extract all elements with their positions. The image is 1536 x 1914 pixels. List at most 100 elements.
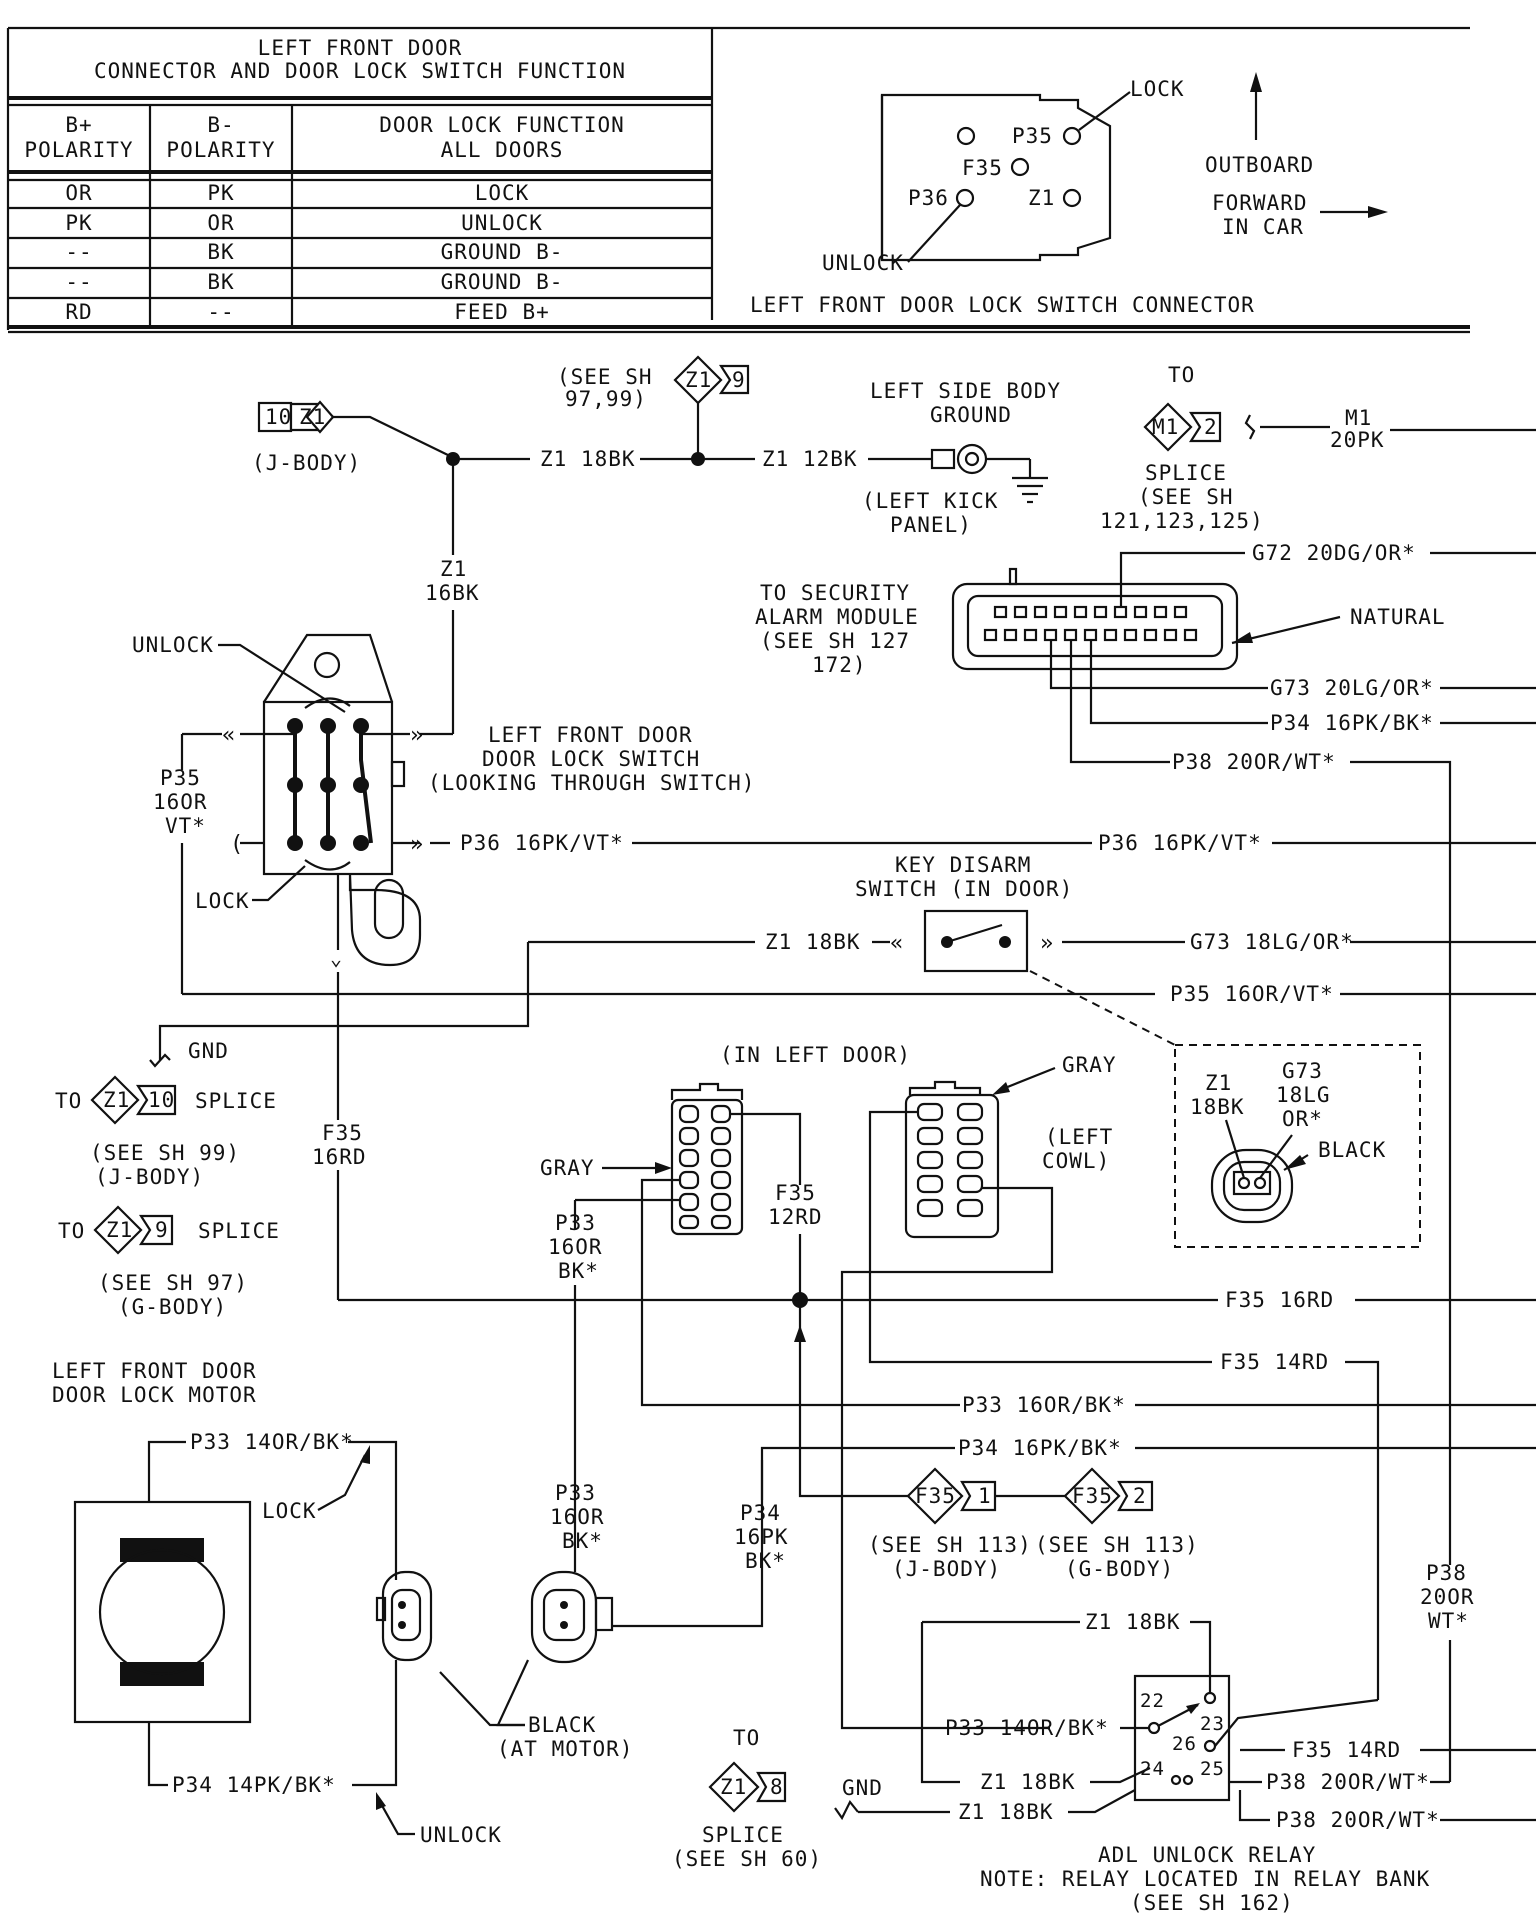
door-lock-motor: LEFT FRONT DOOR DOOR LOCK MOTOR P33 14OR… xyxy=(52,1359,1536,1847)
splice-wire: F35 xyxy=(915,1484,956,1508)
wire-label: BK* xyxy=(562,1529,603,1553)
wire-label: F35 16RD xyxy=(1225,1288,1334,1312)
pin-label: P36 xyxy=(908,186,949,210)
connector-caption: LEFT FRONT DOOR LOCK SWITCH CONNECTOR xyxy=(750,293,1255,317)
reference-note: (SEE SH 162) xyxy=(1130,1891,1294,1914)
splice-label: SPLICE xyxy=(1145,461,1227,485)
connector-color: GRAY xyxy=(540,1156,595,1180)
wire-label: 16BK xyxy=(425,581,480,605)
wire-label: P38 xyxy=(1426,1561,1467,1585)
wire-label: 16OR xyxy=(550,1505,605,1529)
module-pins xyxy=(983,605,1198,642)
relay-pin: 22 xyxy=(1140,1690,1165,1712)
body-note: (J-BODY) xyxy=(892,1557,1001,1581)
component-label: SWITCH (IN DOOR) xyxy=(855,877,1073,901)
ground-location: (LEFT KICK xyxy=(862,489,998,513)
splice-wire: Z1 xyxy=(685,368,712,392)
splice-wire: F35 xyxy=(1072,1484,1113,1508)
splice-references: TO Z1 10 SPLICE (SEE SH 99) (J-BODY) TO … xyxy=(55,1075,279,1319)
wire-label: P33 14OR/BK* xyxy=(945,1716,1109,1740)
table-cell: PK xyxy=(65,211,92,235)
pin-label: P35 xyxy=(1012,124,1053,148)
splice-wire: Z1 xyxy=(720,1775,747,1799)
splice-number: 9 xyxy=(732,368,746,392)
reference-note: 121,123,125) xyxy=(1100,509,1264,533)
table-title: LEFT FRONT DOOR xyxy=(258,36,463,60)
table-cell: BK xyxy=(207,270,234,294)
body-note: (J-BODY) xyxy=(95,1165,204,1189)
terminal-symbol: ( xyxy=(230,832,244,857)
terminal-symbol: » xyxy=(1040,931,1054,956)
table-title: CONNECTOR AND DOOR LOCK SWITCH FUNCTION xyxy=(94,59,626,83)
wire-label: P34 xyxy=(740,1501,781,1525)
reference-note: (SEE SH 60) xyxy=(672,1847,822,1871)
reference-note: (SEE SH 113) xyxy=(1035,1533,1199,1557)
wire-label: 20OR xyxy=(1420,1585,1475,1609)
table-cell: RD xyxy=(65,300,92,324)
to-label: TO xyxy=(58,1219,85,1243)
connector-color: GRAY xyxy=(1062,1053,1117,1077)
wire-label: G73 18LG/OR* xyxy=(1190,930,1354,954)
column-header: B- xyxy=(207,113,234,137)
unlock-pin-label: UNLOCK xyxy=(822,251,904,275)
key-disarm-switch: KEY DISARM SWITCH (IN DOOR) « » G73 18LG… xyxy=(149,853,1536,1248)
table-cell: BK xyxy=(207,240,234,264)
wire-label: Z1 18BK xyxy=(1085,1610,1181,1634)
splice-number: 10 xyxy=(265,405,292,429)
table-cell: PK xyxy=(207,181,234,205)
table-cell: -- xyxy=(65,270,92,294)
door-lock-switch: Z1 16BK « » ( » UNLOCK LOCK LEFT FRONT D… xyxy=(132,557,1536,1312)
pin-label: F35 xyxy=(962,156,1003,180)
connector-face-view: P35 F35 P36 Z1 LOCK UNLOCK OUTBOARD FORW… xyxy=(750,72,1388,317)
component-label: LEFT FRONT DOOR xyxy=(52,1359,257,1383)
wire-label: 16PK xyxy=(734,1525,789,1549)
wire-label: P38 20OR/WT* xyxy=(1172,750,1336,774)
door-connectors: (IN LEFT DOOR) GRAY F35 12RD P33 16OR/BK… xyxy=(540,1043,1536,1730)
location-label: (LEFT xyxy=(1045,1125,1113,1149)
wire-label: P35 xyxy=(160,766,201,790)
wire-label: P34 16PK/BK* xyxy=(1270,711,1434,735)
wire-label: F35 xyxy=(322,1121,363,1145)
component-label: DOOR LOCK SWITCH xyxy=(482,747,700,771)
adl-unlock-relay: P38 20OR WT* 22 23 26 24 25 Z1 18BK P33 … xyxy=(672,1561,1536,1914)
wire-label: P34 14PK/BK* xyxy=(172,1773,336,1797)
ground-label: GND xyxy=(842,1776,883,1800)
ground-label: GND xyxy=(188,1039,229,1063)
location-label: COWL) xyxy=(1042,1149,1110,1173)
wire-label: Z1 18BK xyxy=(765,930,861,954)
wire-label: P33 xyxy=(555,1481,596,1505)
terminal-symbol: ⌄ xyxy=(330,946,343,970)
table-cell: FEED B+ xyxy=(454,300,550,324)
module-label: 172) xyxy=(812,653,867,677)
wire-label: Z1 12BK xyxy=(762,447,858,471)
column-header: POLARITY xyxy=(24,138,133,162)
function-table: LEFT FRONT DOOR CONNECTOR AND DOOR LOCK … xyxy=(6,26,1470,334)
module-label: TO SECURITY xyxy=(760,581,910,605)
wire-label: P38 20OR/WT* xyxy=(1276,1808,1440,1832)
to-label: TO xyxy=(55,1089,82,1113)
splice-number: 2 xyxy=(1204,415,1218,439)
wire-label: G73 20LG/OR* xyxy=(1270,676,1434,700)
splice-label: SPLICE xyxy=(195,1089,277,1113)
ground-location: PANEL) xyxy=(890,513,972,537)
pin-label: Z1 xyxy=(1028,186,1055,210)
splice-number: 1 xyxy=(978,1484,992,1508)
wire-label: F35 14RD xyxy=(1292,1738,1401,1762)
wire-label: M1 xyxy=(1345,406,1372,430)
wire-label: BK* xyxy=(745,1549,786,1573)
body-note: (J-BODY) xyxy=(252,451,361,475)
column-header: DOOR LOCK FUNCTION xyxy=(379,113,625,137)
splice-wire: M1 xyxy=(1152,415,1179,439)
relay-note: NOTE: RELAY LOCATED IN RELAY BANK xyxy=(980,1867,1430,1891)
f35-splice-references: F35 1 F35 2 (SEE SH 113) (J-BODY) (SEE S… xyxy=(794,1300,1199,1581)
lock-label: LOCK xyxy=(195,889,250,913)
unlock-label: UNLOCK xyxy=(420,1823,502,1847)
wire-label: Z1 xyxy=(440,557,467,581)
splice-wire: Z1 xyxy=(299,405,326,429)
splice-wire: Z1 xyxy=(103,1088,130,1112)
column-header: ALL DOORS xyxy=(441,138,564,162)
module-label: ALARM MODULE xyxy=(755,605,919,629)
splice-label: SPLICE xyxy=(702,1823,784,1847)
ground-label: LEFT SIDE BODY xyxy=(870,379,1061,403)
splice-number: 2 xyxy=(1133,1484,1147,1508)
